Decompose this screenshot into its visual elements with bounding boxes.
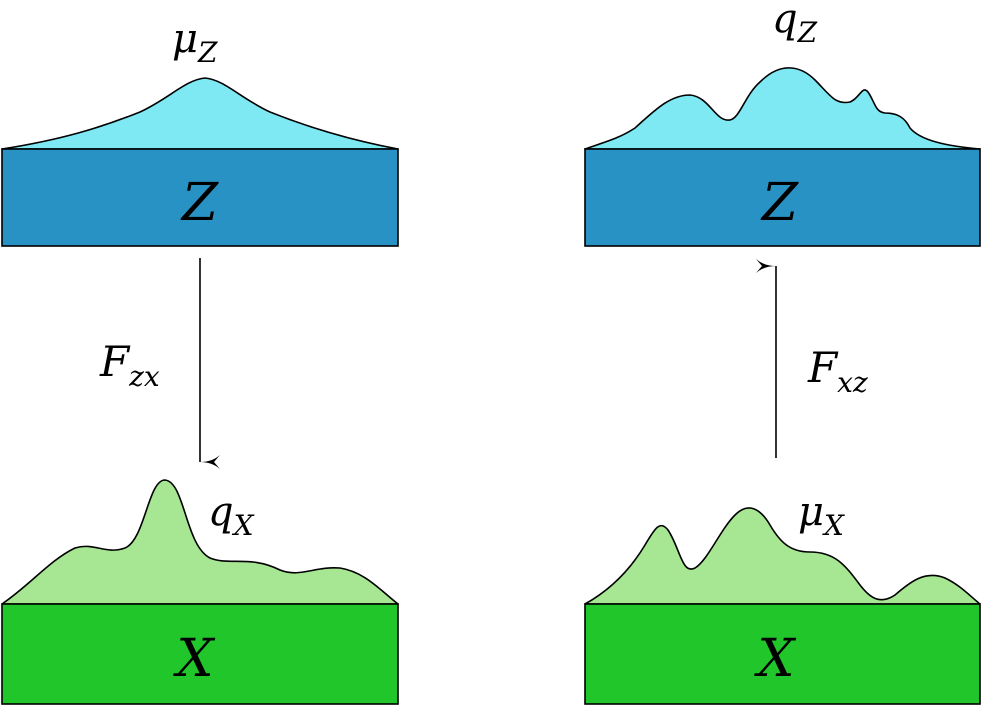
left-latent-density-curve bbox=[1, 77, 399, 150]
right-arrow-label: Fxz bbox=[807, 343, 868, 399]
right-latent-box bbox=[584, 148, 981, 247]
right-data-box bbox=[584, 603, 981, 705]
left-latent-box bbox=[1, 148, 399, 247]
right-data-density-curve bbox=[584, 507, 981, 605]
left-latent-density-label: μZ bbox=[172, 16, 218, 69]
left-data-box-label: X bbox=[172, 629, 215, 689]
right-latent-density-curve bbox=[584, 67, 981, 150]
right-latent-density-label: qZ bbox=[772, 0, 818, 49]
left-arrow-label: Fzx bbox=[99, 337, 160, 393]
right-latent-box-label: Z bbox=[760, 173, 799, 233]
left-data-density-label: qX bbox=[208, 489, 255, 542]
right-data-density-label: μX bbox=[798, 489, 845, 542]
right-data-box-label: X bbox=[753, 629, 796, 689]
left-data-box bbox=[1, 603, 399, 705]
left-latent-box-label: Z bbox=[180, 173, 219, 233]
left-data-density-curve bbox=[1, 479, 399, 605]
